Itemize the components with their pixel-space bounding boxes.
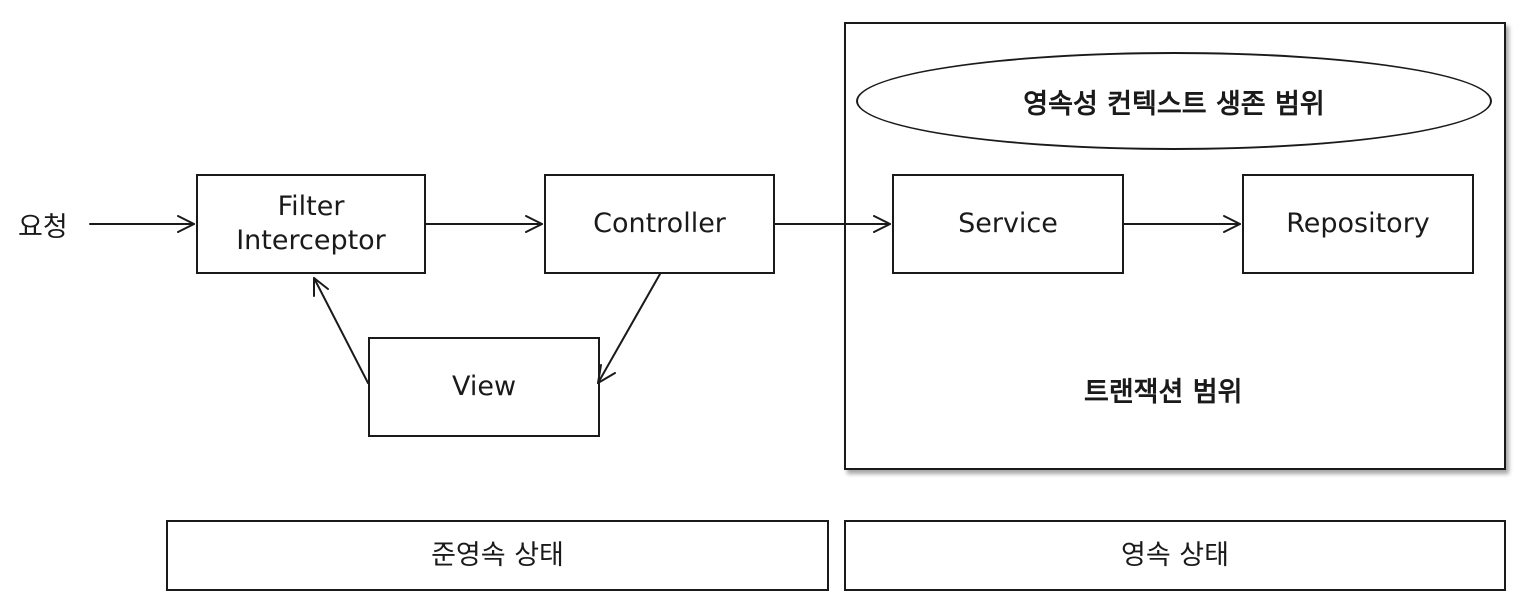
arrow-controller-to-service	[774, 215, 891, 233]
semi-persistent-state-bar: 준영속 상태	[166, 520, 829, 591]
service-box: Service	[892, 174, 1124, 274]
arrow-view-to-filter	[313, 277, 369, 384]
interceptor-label: Interceptor	[236, 225, 386, 256]
request-label: 요청	[18, 212, 68, 243]
arrow-request-to-filter	[89, 215, 195, 233]
semi-persistent-state-label: 준영속 상태	[431, 539, 564, 571]
arrow-controller-to-view	[597, 273, 661, 384]
controller-label: Controller	[593, 208, 726, 240]
view-box: View	[368, 337, 600, 437]
persistent-state-bar: 영속 상태	[844, 520, 1506, 591]
arrow-service-to-repository	[1123, 215, 1241, 233]
transaction-scope-label: 트랜잭션 범위	[1084, 377, 1243, 408]
arrow-filter-to-controller	[425, 215, 543, 233]
repository-label: Repository	[1286, 208, 1430, 240]
view-label: View	[451, 371, 517, 403]
filter-label: Filter	[277, 191, 345, 223]
repository-box: Repository	[1242, 174, 1474, 274]
persistence-context-scope-ellipse: 영속성 컨텍스트 생존 범위	[856, 52, 1492, 150]
controller-box: Controller	[544, 174, 775, 274]
filter-interceptor-box: Filter Interceptor	[196, 174, 426, 274]
service-label: Service	[958, 208, 1058, 240]
persistence-context-scope-label: 영속성 컨텍스트 생존 범위	[1023, 88, 1325, 120]
persistent-state-label: 영속 상태	[1121, 539, 1229, 571]
